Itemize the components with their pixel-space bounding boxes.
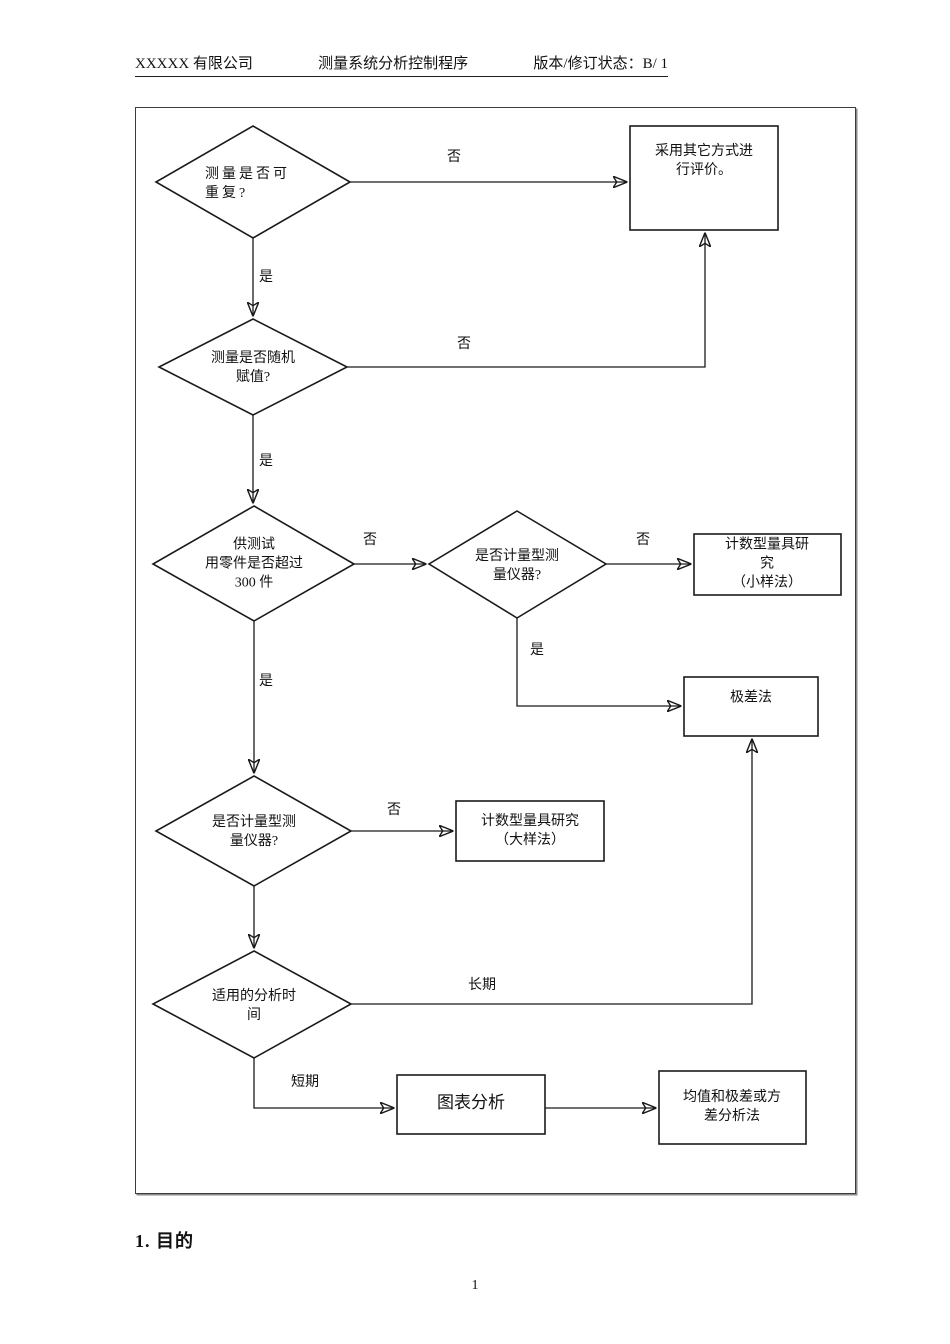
- header-company: XXXXX 有限公司: [135, 56, 253, 72]
- decision-analysis-time-shape: [151, 950, 353, 1059]
- header-version-status: 版本/修订状态：B/ 1: [533, 56, 668, 72]
- label-no-3: 否: [363, 533, 377, 548]
- decision-parts-over-300-shape: [151, 505, 356, 622]
- header-doc-title: 测量系统分析控制程序: [318, 56, 469, 72]
- flowchart-graphic: [151, 125, 842, 1145]
- process-other-evaluation-text: 采用其它方式进 行评价。: [655, 144, 753, 178]
- decision-analysis-time-text: 适用的分析时 间: [212, 989, 296, 1023]
- label-no-2: 否: [457, 337, 471, 352]
- process-attribute-study-small-text: 计数型量具研究 （小样法）: [725, 537, 809, 591]
- section-heading-purpose: 1. 目的: [135, 1231, 194, 1251]
- label-yes-4: 是: [530, 643, 544, 658]
- arrow-d6-short-to-b5: [253, 1058, 393, 1108]
- label-no-1: 否: [447, 150, 461, 165]
- label-yes-3: 是: [259, 674, 273, 689]
- decision-random-assign-shape: [157, 318, 349, 416]
- process-range-method-text: 极差法: [730, 690, 772, 706]
- process-attribute-study-large-text: 计数型量具研究 （大样法）: [481, 814, 579, 848]
- label-yes-2: 是: [259, 454, 273, 469]
- decision-random-assign-text: 测量是否随机 赋值?: [211, 351, 295, 385]
- process-attribute-study-small-shape: [693, 533, 842, 596]
- decision-variable-gauge-1-shape: [427, 510, 608, 619]
- process-mean-range-anova-text: 均值和极差或方 差分析法: [683, 1090, 781, 1124]
- process-chart-analysis-shape: [396, 1074, 546, 1135]
- page-header: XXXXX 有限公司 测量系统分析控制程序 版本/修订状态：B/ 1: [135, 52, 668, 77]
- process-range-method-shape: [683, 676, 819, 737]
- arrow-d6-long-to-b3: [351, 740, 752, 1005]
- decision-variable-gauge-2-text: 是否计量型测 量仪器?: [212, 815, 296, 849]
- label-short-term: 短期: [291, 1075, 319, 1090]
- decision-variable-gauge-1-text: 是否计量型测 量仪器?: [475, 549, 559, 583]
- process-attribute-study-large-shape: [455, 800, 605, 862]
- arrow-d2-no-to-b1: [347, 234, 705, 368]
- label-no-4: 否: [636, 533, 650, 548]
- page-number: 1: [471, 1278, 479, 1293]
- label-long-term: 长期: [468, 978, 496, 993]
- decision-variable-gauge-2-shape: [154, 775, 353, 887]
- process-other-evaluation-shape: [629, 125, 779, 231]
- decision-repeatable-text: 测量是否可 重复?: [205, 167, 290, 201]
- label-no-5: 否: [387, 803, 401, 818]
- process-mean-range-anova-shape: [658, 1070, 807, 1145]
- arrow-d4-yes-to-b3: [516, 618, 680, 706]
- process-chart-analysis-text: 图表分析: [437, 1093, 505, 1112]
- decision-repeatable-shape: [154, 125, 352, 239]
- flowchart-frame: 测量是否可 重复? 测量是否随机 赋值? 供测试 用零件是否超过 300 件 是…: [135, 107, 856, 1194]
- decision-parts-over-300-text: 供测试 用零件是否超过 300 件: [205, 537, 303, 591]
- label-yes-1: 是: [259, 270, 273, 285]
